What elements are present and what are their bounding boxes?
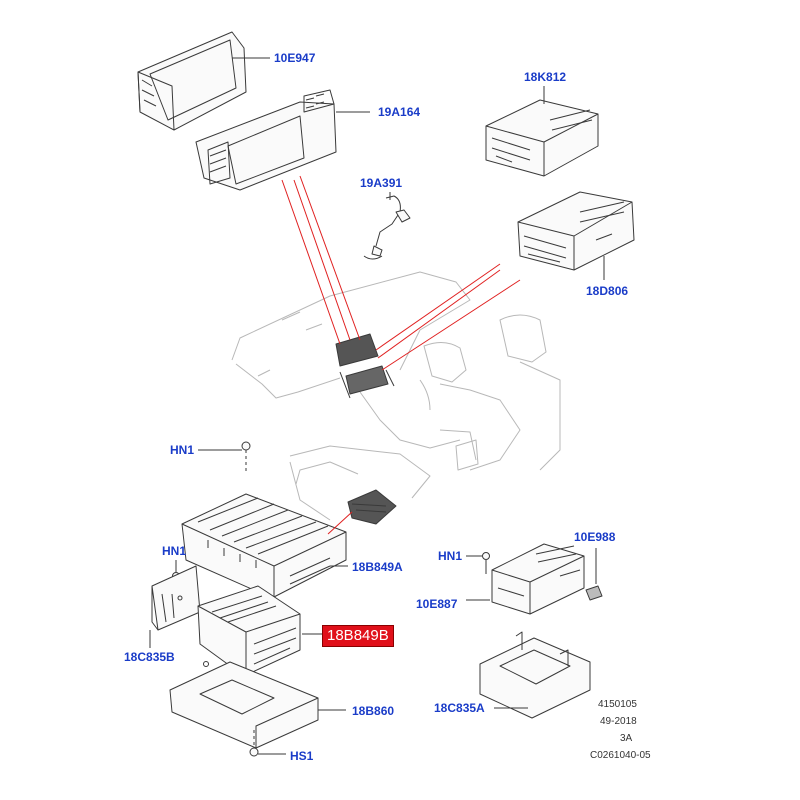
callout-10e947: 10E947 <box>274 51 316 65</box>
reference-line-1: 4150105 <box>598 699 637 710</box>
vehicle-interior-outline <box>231 271 561 521</box>
callout-18b849a: 18B849A <box>352 560 403 574</box>
location-leader-lines <box>281 175 521 535</box>
callout-18c835a: 18C835A <box>434 701 485 715</box>
reference-line-4: C0261040-05 <box>590 750 651 761</box>
callout-hn1-top: HN1 <box>170 443 195 457</box>
callout-hn1-left: HN1 <box>162 544 187 558</box>
callout-10e988: 10E988 <box>574 530 616 544</box>
part-19a391-microphone <box>363 195 411 260</box>
part-18b849a-amplifier <box>181 493 347 599</box>
reference-code: 4150105 49-2018 3A C0261040-05 <box>588 698 678 761</box>
part-10e947-display <box>137 31 247 131</box>
callout-18d806: 18D806 <box>586 284 629 298</box>
reference-line-3: 3A <box>620 733 633 744</box>
reference-line-2: 49-2018 <box>600 716 637 727</box>
part-18k812-module <box>485 99 599 177</box>
callout-19a164: 19A164 <box>378 105 421 119</box>
callout-18k812: 18K812 <box>524 70 567 84</box>
part-hs1-screw <box>249 730 259 757</box>
part-18c835b-bracket <box>151 565 201 631</box>
callout-18b860: 18B860 <box>352 704 395 718</box>
callout-hs1: HS1 <box>290 749 314 763</box>
part-18c835a-bracket <box>479 631 591 719</box>
part-18b860-plate <box>169 661 319 749</box>
part-hn1-bolt-top <box>241 441 251 472</box>
callout-10e887: 10E887 <box>416 597 458 611</box>
callout-leader-lines <box>149 57 605 755</box>
part-18b849b-amplifier <box>197 585 301 677</box>
callout-18c835b: 18C835B <box>124 650 175 664</box>
part-19a164-display <box>195 89 337 191</box>
callout-hn1-right: HN1 <box>438 549 463 563</box>
amplifier-location <box>347 489 397 525</box>
part-18d806-module <box>517 191 635 271</box>
callout-18b849b: 18B849B <box>322 625 394 647</box>
part-hn1-bolt-right <box>482 552 490 574</box>
part-10e988-card <box>585 585 603 601</box>
part-10e887-module <box>491 543 585 615</box>
callout-19a391: 19A391 <box>360 176 403 190</box>
